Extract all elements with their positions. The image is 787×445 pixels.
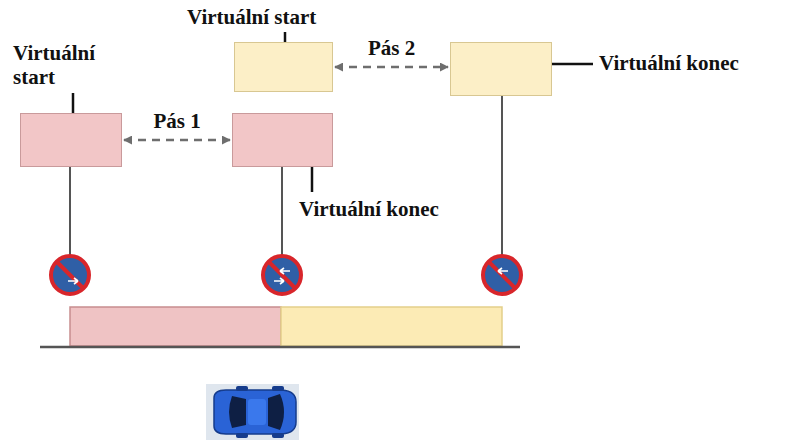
parking-zone: [281, 307, 502, 346]
box-label: Virtuální konec: [599, 51, 739, 75]
car-window: [268, 394, 284, 430]
sign-bar: [489, 262, 515, 288]
sign-pole: [69, 167, 71, 256]
sign-disc: [263, 256, 301, 294]
sign-arrow: [498, 268, 508, 274]
zone-box: Virtuální konec: [232, 113, 333, 167]
car-background: [206, 384, 299, 440]
sign-arrow: [274, 268, 290, 284]
sign-bar: [57, 262, 83, 288]
sign-bar: [269, 262, 295, 288]
car-illustration: [206, 384, 299, 440]
sign-pole: [281, 167, 283, 256]
sign-pole: [501, 96, 503, 256]
lane-arrow: [124, 139, 230, 142]
box-label: Virtuální start: [187, 5, 316, 29]
sign-disc: [51, 256, 89, 294]
car-wheel: [236, 386, 248, 391]
no-parking-sign: [483, 256, 521, 294]
car-wheel: [272, 433, 284, 438]
car-roof: [248, 399, 266, 425]
parking-zone: [70, 307, 281, 346]
sign-disc: [483, 256, 521, 294]
box-label: Virtuální konec: [299, 197, 439, 221]
no-parking-sign: [263, 256, 301, 294]
zone-box: Virtuální konec: [450, 42, 552, 96]
box-label: Virtuální start: [13, 41, 117, 89]
curb-line: [40, 346, 520, 349]
lane-label: Pás 1: [153, 109, 200, 133]
zone-box: Virtuální start: [20, 113, 122, 167]
sign-arrow: [68, 278, 78, 284]
zone-box: Virtuální start: [234, 42, 333, 92]
car-body: [214, 390, 296, 434]
car-wheel: [272, 386, 284, 391]
car-window: [229, 396, 246, 428]
car-wheel: [236, 433, 248, 438]
no-parking-sign: [51, 256, 89, 294]
lane-label: Pás 2: [368, 36, 415, 60]
lane-arrow: [335, 66, 448, 69]
